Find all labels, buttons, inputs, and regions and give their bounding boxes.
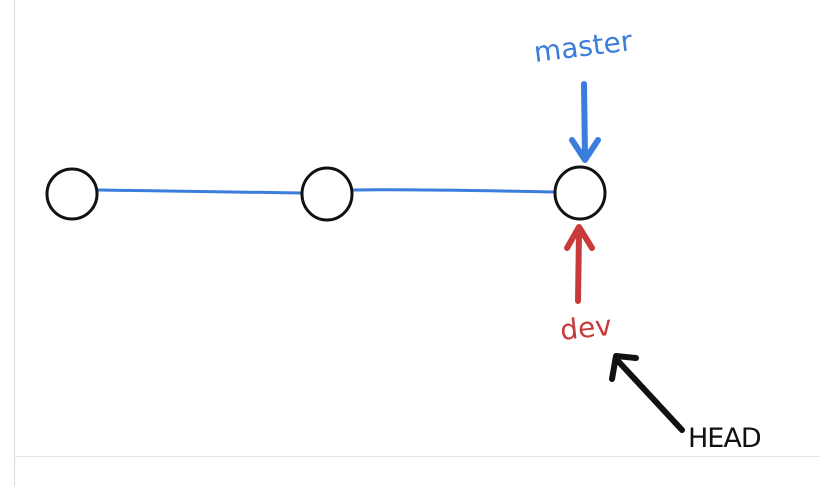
commit-node-3	[553, 165, 607, 221]
bottom-border	[14, 456, 820, 457]
head-pointer-label: HEAD	[688, 423, 762, 454]
left-border	[14, 0, 15, 486]
branch-line-segment-1	[96, 188, 303, 195]
head-arrow	[609, 353, 685, 433]
commit-node-2	[300, 166, 354, 222]
commit-node-1	[45, 167, 99, 221]
dev-arrow	[564, 224, 595, 304]
branch-line-segment-2	[352, 188, 558, 194]
master-arrow	[569, 81, 601, 163]
dev-branch-label: dev	[558, 308, 614, 347]
